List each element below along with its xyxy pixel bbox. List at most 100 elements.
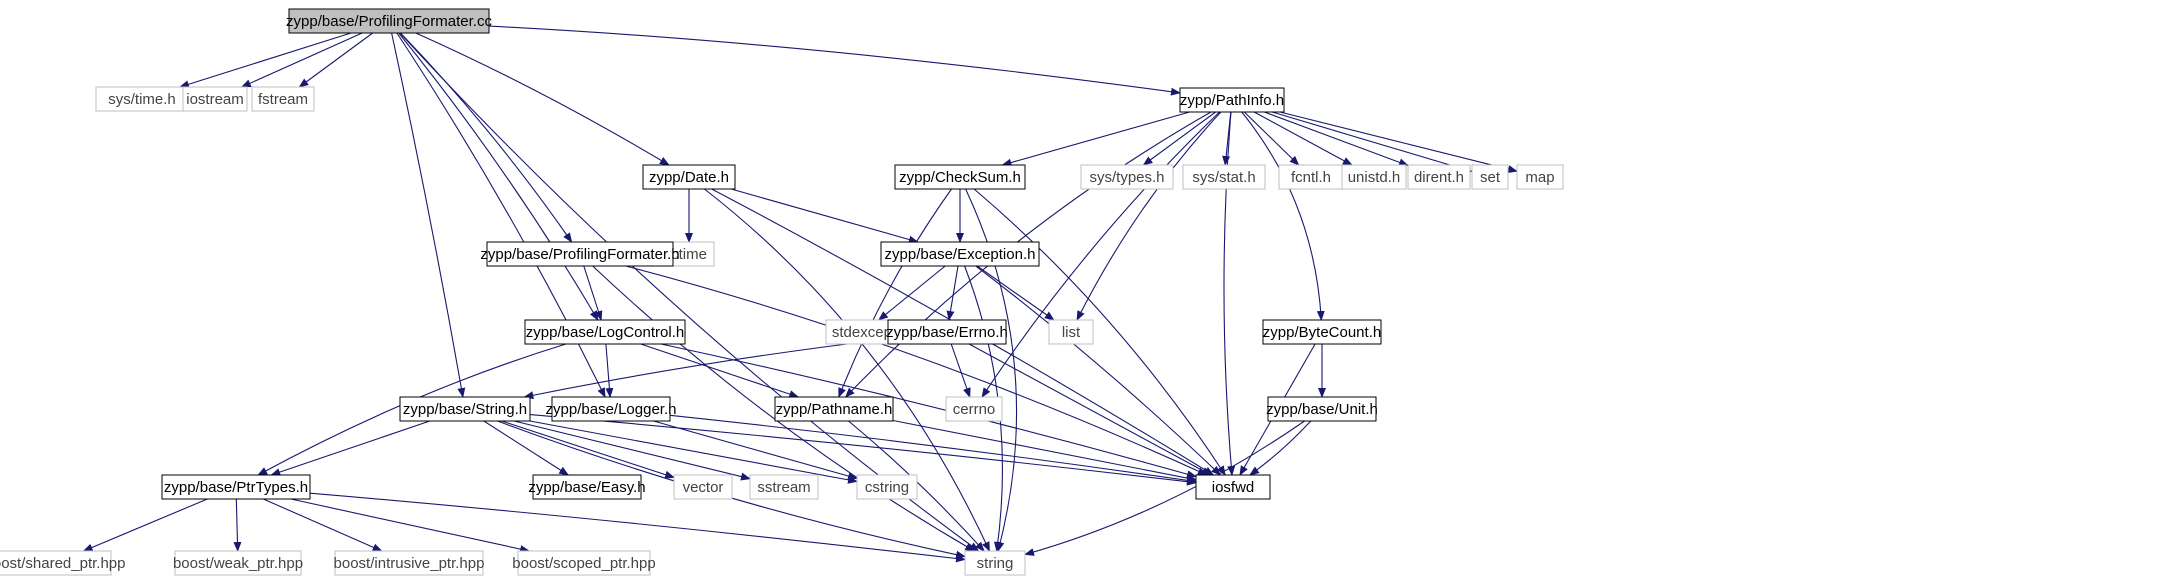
- node-exception[interactable]: zypp/base/Exception.h: [880, 241, 1040, 267]
- node-box: [95, 86, 189, 112]
- edge-ptrtypes-to-scoped_ptr: [290, 498, 531, 553]
- edge-ptrtypes-to-intrusive_ptr: [263, 498, 383, 552]
- node-box: [399, 396, 531, 422]
- node-label: cstring: [865, 479, 909, 496]
- node-label: unistd.h: [1348, 169, 1401, 186]
- node-label: cerrno: [953, 401, 996, 418]
- node-bytecount[interactable]: zypp/ByteCount.h: [1262, 319, 1382, 345]
- node-cerrno: cerrno: [945, 396, 1003, 422]
- edge-root-to-fstream: [298, 32, 374, 88]
- node-box: [856, 474, 918, 500]
- edge-root-to-logcontrol: [398, 32, 599, 321]
- node-box: [1048, 319, 1094, 345]
- node-errno[interactable]: zypp/base/Errno.h: [886, 319, 1008, 345]
- node-box: [1267, 396, 1377, 422]
- node-pathname[interactable]: zypp/Pathname.h: [774, 396, 894, 422]
- edge-date-to-string: [704, 188, 990, 552]
- node-box: [1195, 474, 1271, 500]
- node-shared-ptr: boost/shared_ptr.hpp: [0, 550, 125, 576]
- node-sstream: sstream: [749, 474, 819, 500]
- node-label: iosfwd: [1212, 479, 1255, 496]
- node-label: boost/intrusive_ptr.hpp: [334, 555, 485, 572]
- node-box: [673, 474, 733, 500]
- edge-string_h-to-ptrtypes: [270, 420, 430, 476]
- node-box: [1341, 164, 1407, 190]
- edge-ptrtypes-to-string: [309, 492, 966, 563]
- node-box: [1407, 164, 1471, 190]
- node-unistd: unistd.h: [1341, 164, 1407, 190]
- node-iosfwd[interactable]: iosfwd: [1195, 474, 1271, 500]
- node-list: list: [1048, 319, 1094, 345]
- edge-pathinfo-to-set: [1272, 111, 1473, 173]
- node-box: [642, 164, 736, 190]
- node-label: iostream: [186, 91, 244, 108]
- node-label: zypp/base/Unit.h: [1266, 401, 1378, 418]
- edge-pathinfo-to-checksum: [1001, 111, 1190, 167]
- node-label: zypp/base/Errno.h: [886, 324, 1008, 341]
- edge-pathinfo-to-cerrno: [981, 111, 1220, 398]
- node-label: sys/stat.h: [1192, 169, 1255, 186]
- node-label: fcntl.h: [1291, 169, 1331, 186]
- node-label: sys/types.h: [1089, 169, 1164, 186]
- node-pathinfo[interactable]: zypp/PathInfo.h: [1179, 87, 1285, 113]
- node-dirent: dirent.h: [1407, 164, 1471, 190]
- node-box: [161, 474, 311, 500]
- node-label: zypp/base/Logger.h: [546, 401, 677, 418]
- node-label: zypp/base/LogControl.h: [526, 324, 684, 341]
- node-label: stdexcept: [832, 324, 897, 341]
- node-logger[interactable]: zypp/base/Logger.h: [546, 396, 677, 422]
- node-sys-stat: sys/stat.h: [1182, 164, 1266, 190]
- edge-root-to-logger: [396, 32, 606, 398]
- node-label: boost/weak_ptr.hpp: [173, 555, 303, 572]
- edge-logcontrol-to-iosfwd: [660, 343, 1197, 479]
- node-root[interactable]: zypp/base/ProfilingFormater.cc: [286, 8, 492, 34]
- edge-pathinfo-to-sys_types: [1142, 111, 1216, 166]
- edge-pathinfo-to-fcntl: [1243, 111, 1300, 166]
- node-date[interactable]: zypp/Date.h: [642, 164, 736, 190]
- node-weak-ptr: boost/weak_ptr.hpp: [173, 550, 303, 576]
- edge-string_h-to-cstring: [529, 420, 858, 484]
- node-label: zypp/ByteCount.h: [1263, 324, 1381, 341]
- node-label: zypp/base/String.h: [403, 401, 527, 418]
- edge-pathinfo-to-pathname: [844, 111, 1212, 398]
- edge-errno-to-iosfwd: [968, 343, 1212, 476]
- edge-logger-to-iosfwd: [669, 414, 1197, 485]
- node-label: zypp/base/Exception.h: [885, 246, 1036, 263]
- edge-exception-to-list: [976, 265, 1055, 321]
- node-label: string: [977, 555, 1014, 572]
- node-label: zypp/CheckSum.h: [899, 169, 1021, 186]
- edge-pathname-to-iosfwd: [892, 419, 1197, 482]
- node-box: [887, 319, 1007, 345]
- node-ptrtypes[interactable]: zypp/base/PtrTypes.h: [161, 474, 311, 500]
- node-string-h[interactable]: zypp/base/String.h: [399, 396, 531, 422]
- node-label: zypp/PathInfo.h: [1180, 92, 1284, 109]
- node-box: [174, 550, 302, 576]
- edge-logger-to-cstring: [653, 420, 858, 480]
- node-logcontrol[interactable]: zypp/base/LogControl.h: [524, 319, 686, 345]
- node-iostream: iostream: [182, 86, 248, 112]
- node-unit[interactable]: zypp/base/Unit.h: [1266, 396, 1378, 422]
- node-label: zypp/Pathname.h: [776, 401, 893, 418]
- node-profiling-h[interactable]: zypp/base/ProfilingFormater.h: [480, 241, 680, 267]
- node-easy[interactable]: zypp/base/Easy.h: [528, 474, 646, 500]
- edge-pathinfo-to-list: [1076, 111, 1222, 321]
- edge-exception-to-iosfwd: [975, 265, 1222, 476]
- edge-string_h-to-easy: [483, 420, 570, 476]
- edge-pathinfo-to-unistd: [1253, 111, 1353, 166]
- node-label: boost/scoped_ptr.hpp: [512, 555, 655, 572]
- edge-unit-to-string: [1024, 420, 1305, 556]
- node-map: map: [1516, 164, 1564, 190]
- node-box: [945, 396, 1003, 422]
- node-label: zypp/Date.h: [649, 169, 729, 186]
- node-box: [1182, 164, 1266, 190]
- node-label: zypp/base/PtrTypes.h: [164, 479, 308, 496]
- edge-string_h-to-vector: [501, 420, 675, 479]
- node-box: [0, 550, 112, 576]
- node-scoped-ptr: boost/scoped_ptr.hpp: [512, 550, 656, 576]
- node-box: [1080, 164, 1174, 190]
- edge-checksum-to-iosfwd: [973, 188, 1226, 476]
- node-box: [749, 474, 819, 500]
- edge-pathname-to-string: [848, 420, 985, 552]
- node-checksum[interactable]: zypp/CheckSum.h: [894, 164, 1026, 190]
- node-box: [774, 396, 894, 422]
